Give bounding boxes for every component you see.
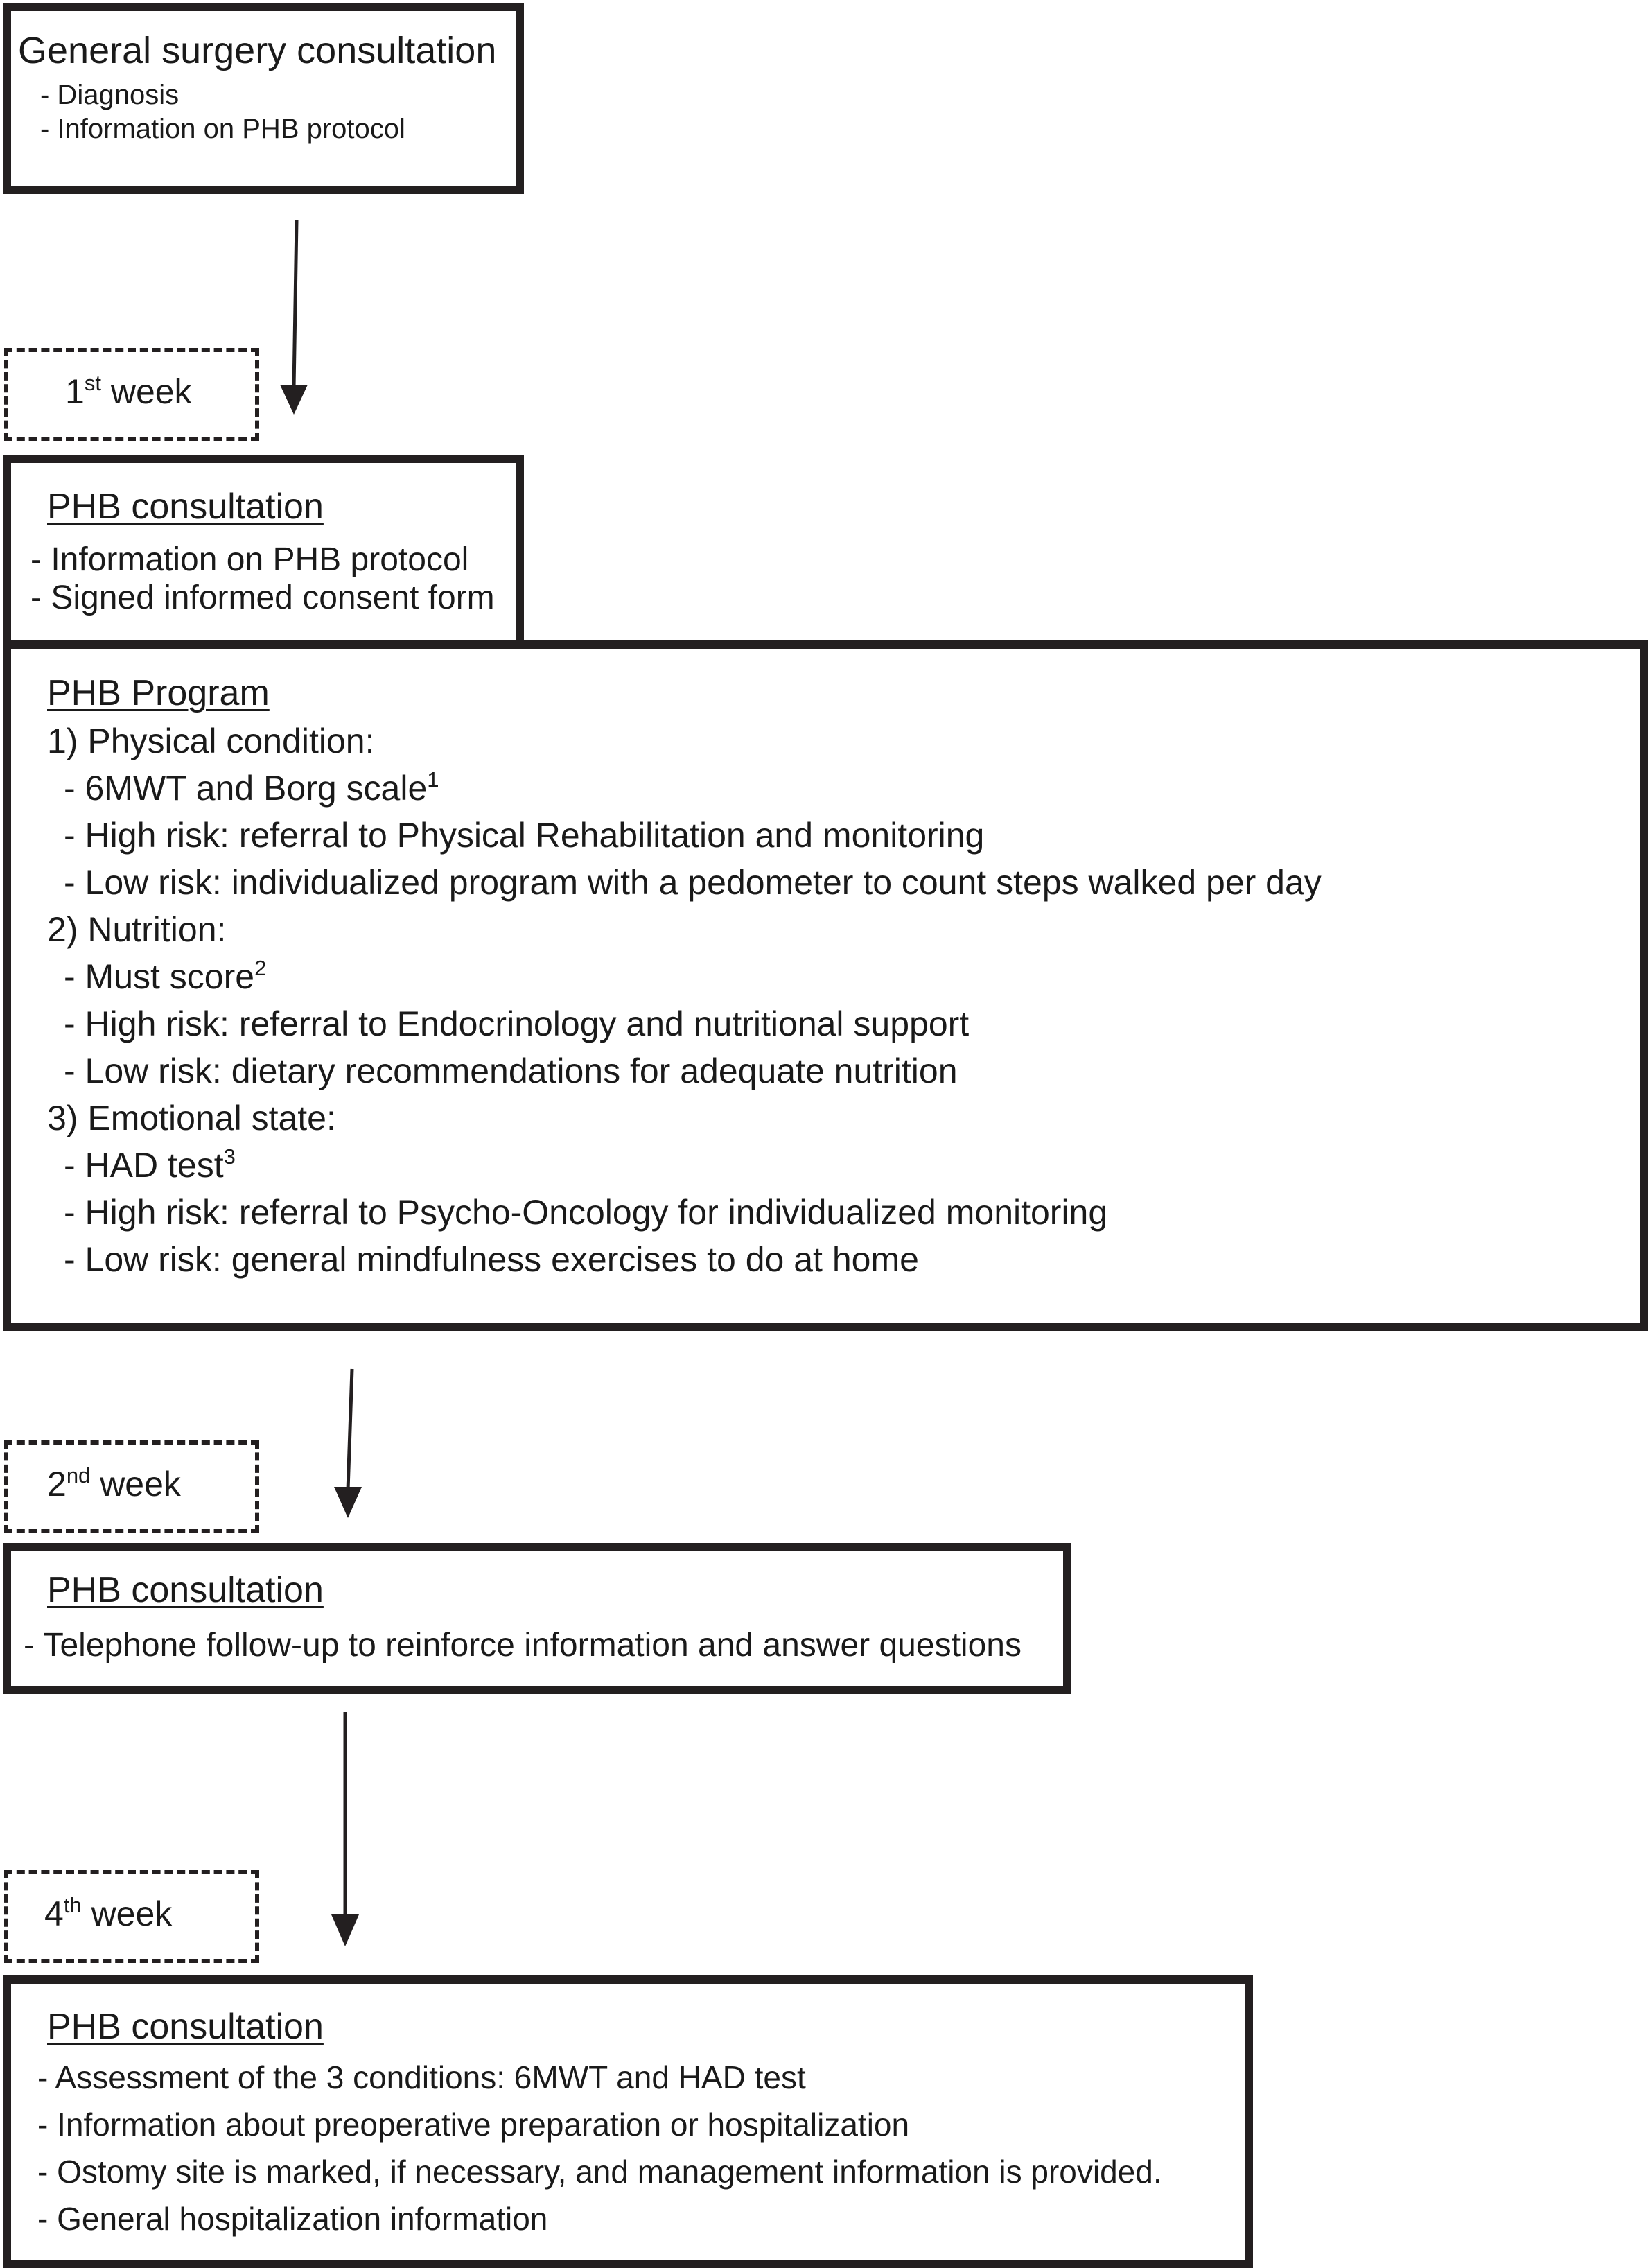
phb-consultation-2-box — [3, 1543, 1071, 1694]
phb-consultation-2-title: PHB consultation — [47, 1570, 324, 1610]
arrow-head-1 — [280, 385, 308, 415]
general-surgery-consultation-title: General surgery consultation — [18, 30, 497, 71]
arrow-head-3 — [331, 1914, 359, 1946]
phb-consultation-3-title: PHB consultation — [47, 2007, 324, 2047]
section-emotional-test: - HAD test3 — [64, 1144, 236, 1185]
week-1-label: 1st week — [65, 370, 192, 411]
arrow-to-week1 — [292, 220, 299, 389]
general-consult-item-diagnosis: - Diagnosis — [40, 80, 179, 110]
arrow-to-week2 — [346, 1368, 354, 1491]
phb-program-box — [3, 640, 1648, 1331]
phb-consultation-1-box — [3, 455, 524, 652]
week-4-label-box — [4, 1870, 259, 1963]
section-emotional-high-risk: - High risk: referral to Psycho-Oncology… — [64, 1193, 1108, 1232]
section-physical-heading: 1) Physical condition: — [47, 722, 375, 760]
phb-consultation-3-item-hospitalization: - General hospitalization information — [37, 2201, 548, 2237]
section-nutrition-low-risk: - Low risk: dietary recommendations for … — [64, 1052, 958, 1090]
section-nutrition-heading: 2) Nutrition: — [47, 910, 227, 949]
week-2-label-box — [4, 1440, 259, 1533]
week-2-label: 2nd week — [47, 1463, 181, 1503]
phb-consultation-2-item-telephone: - Telephone follow-up to reinforce infor… — [24, 1627, 1022, 1664]
general-surgery-consultation-box — [3, 3, 524, 194]
week-4-label: 4th week — [44, 1892, 173, 1933]
arrow-head-2 — [334, 1487, 362, 1518]
phb-consultation-3-box — [3, 1975, 1253, 2268]
week-1-label-box — [4, 348, 259, 441]
section-nutrition-high-risk: - High risk: referral to Endocrinology a… — [64, 1004, 970, 1043]
section-physical-low-risk: - Low risk: individualized program with … — [64, 863, 1322, 902]
section-physical-test: - 6MWT and Borg scale1 — [64, 767, 439, 808]
section-physical-high-risk: - High risk: referral to Physical Rehabi… — [64, 816, 985, 855]
phb-consultation-1-item-info: - Information on PHB protocol — [30, 541, 469, 578]
phb-consultation-3-item-ostomy: - Ostomy site is marked, if necessary, a… — [37, 2154, 1162, 2190]
phb-consultation-1-item-consent: - Signed informed consent form — [30, 579, 495, 616]
section-nutrition-test: - Must score2 — [64, 955, 267, 996]
phb-consultation-3-item-assessment: - Assessment of the 3 conditions: 6MWT a… — [37, 2059, 806, 2095]
section-emotional-low-risk: - Low risk: general mindfulness exercise… — [64, 1240, 919, 1279]
general-consult-item-info: - Information on PHB protocol — [40, 114, 405, 144]
section-emotional-heading: 3) Emotional state: — [47, 1099, 336, 1137]
phb-consultation-3-item-preop: - Information about preoperative prepara… — [37, 2106, 910, 2143]
phb-consultation-1-title: PHB consultation — [47, 487, 324, 527]
phb-program-title: PHB Program — [47, 673, 270, 713]
